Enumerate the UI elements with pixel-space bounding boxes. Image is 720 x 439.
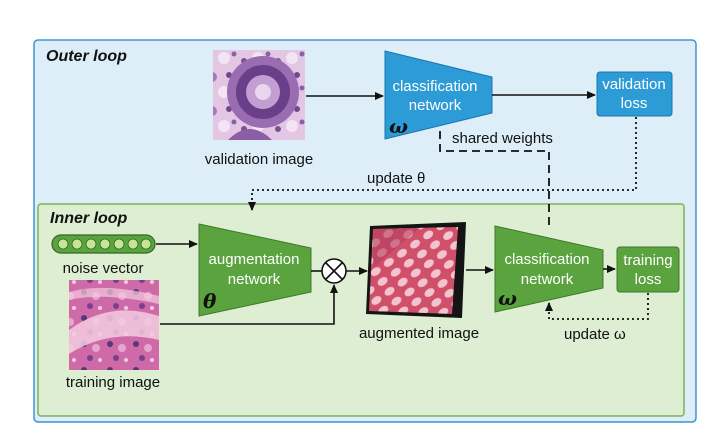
- augmentation-network: [198, 223, 312, 317]
- augmented-image: [366, 222, 466, 318]
- noise-vector: [51, 234, 156, 254]
- arrow-training-image-to-combine: [160, 284, 338, 325]
- outer-loop-title: Outer loop: [46, 48, 127, 65]
- validation-loss-line2: loss: [621, 95, 648, 112]
- outer-classification-network-line1: classification: [392, 78, 477, 95]
- inner-classification-network: [494, 225, 604, 313]
- validation-loss-line1: validation: [602, 76, 665, 93]
- outer-classification-network-line2: network: [409, 97, 462, 114]
- update-omega-label: update ω: [564, 326, 626, 343]
- augmentation-network-line1: augmentation: [209, 251, 300, 268]
- shared-weights-label: shared weights: [452, 130, 553, 147]
- theta-symbol: θ: [203, 289, 217, 313]
- validation-loss-box: [596, 71, 673, 117]
- update-omega-path: [545, 293, 649, 320]
- inner-classification-network-line2: network: [521, 271, 574, 288]
- combine-operator-icon: [321, 258, 347, 284]
- inner-loop-title: Inner loop: [50, 210, 128, 227]
- training-loss-line1: training: [623, 252, 672, 269]
- training-image-label: training image: [66, 374, 160, 391]
- outer-omega-symbol: ω: [389, 114, 408, 138]
- training-image: [69, 280, 159, 370]
- training-loss-line2: loss: [635, 271, 662, 288]
- validation-image-label: validation image: [205, 151, 313, 168]
- augmented-image-label: augmented image: [359, 325, 479, 342]
- update-theta-path: [248, 117, 637, 211]
- update-theta-label: update θ: [367, 170, 425, 187]
- outer-classification-network: [384, 50, 493, 140]
- noise-vector-label: noise vector: [63, 260, 144, 277]
- inner-classification-network-line1: classification: [504, 251, 589, 268]
- validation-image: [213, 50, 305, 140]
- augmentation-network-line2: network: [228, 271, 281, 288]
- inner-omega-symbol: ω: [498, 286, 517, 310]
- training-loss-box: [616, 246, 680, 293]
